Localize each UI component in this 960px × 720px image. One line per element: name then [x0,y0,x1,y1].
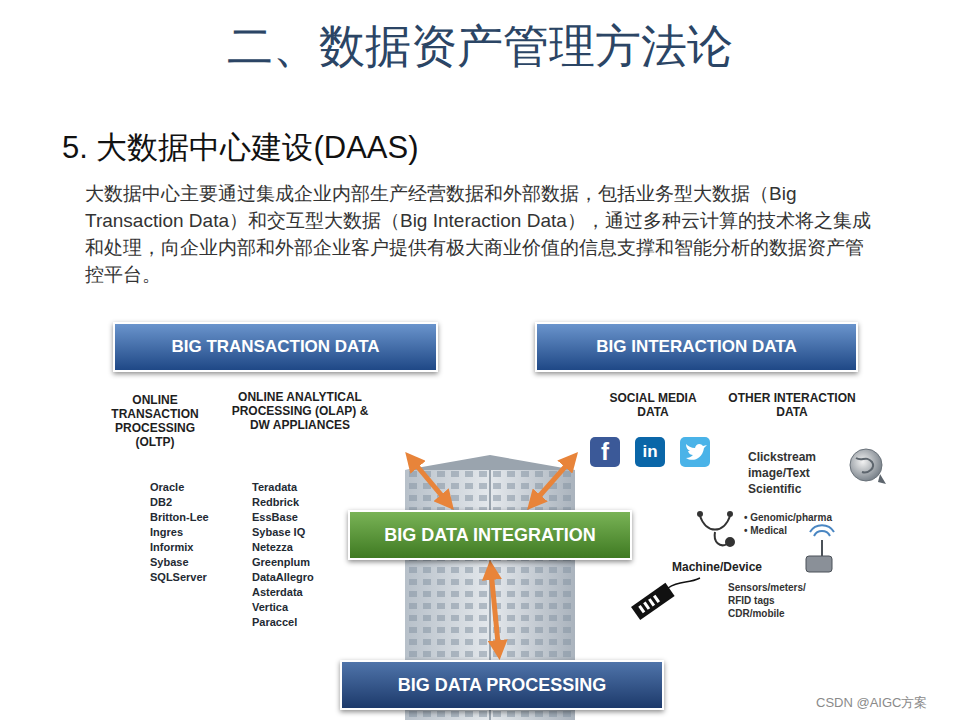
g-part [631,583,675,620]
circle-fill [84,344,226,486]
polygon-part [405,455,575,470]
olap-product: EssBase [252,511,298,523]
rect-part [643,602,650,610]
box-title: BIG DATA INTEGRATION [384,525,595,546]
oltp-product: DB2 [150,496,172,508]
double-arrow [414,463,445,500]
title-rule [8,102,950,105]
path-part [878,474,886,484]
olap-product: Greenplum [252,556,310,568]
section-heading: 5. 大数据中心建设(DAAS) [62,127,419,169]
path-part [814,531,830,536]
circle-part [726,538,734,546]
rect-part [635,437,665,467]
rect-part [806,556,832,572]
oltp-product: Britton-Lee [150,511,209,523]
box-title: BIG DATA PROCESSING [398,675,607,696]
rect-part [653,595,660,603]
olap-product: Sybase IQ [252,526,305,538]
data-type-title: Machine/Device [672,560,762,574]
oltp-product: Informix [150,541,193,553]
data-type-list: Clickstream image/Text Scientific [748,449,843,497]
circle-part [728,512,732,516]
globe-icon [850,449,886,484]
oltp-product: Sybase [150,556,189,568]
rfid-tag-icon [631,578,700,620]
social-icons [590,437,710,467]
box-title: BIG INTERACTION DATA [535,322,858,372]
circle-part [850,449,882,481]
double-arrow [491,574,498,646]
path-part [700,516,730,530]
olap-product: Teradata [252,481,297,493]
category-title: OTHER INTERACTION DATA [728,391,856,419]
double-arrow [536,463,568,500]
oltp-product: SQLServer [150,571,207,583]
category-title: SOCIAL MEDIA DATA [608,391,698,419]
oltp-product: Oracle [150,481,184,493]
processing-box: BIG DATA PROCESSING [340,660,664,710]
rect-part [680,437,710,467]
oltp-product: Ingres [150,526,183,538]
olap-product: Asterdata [252,586,303,598]
rect-part [631,583,675,620]
icon-letter: in [635,437,665,467]
intro-paragraph: 大数据中心主要通过集成企业内部生产经营数据和外部数据，包括业务型大数据（Big … [85,180,877,288]
box-title: BIG TRANSACTION DATA [113,322,438,372]
data-type-item: • Medical [744,525,787,536]
line-part [821,540,823,556]
path-part [668,578,700,588]
circle-label: ONLINE ANALYTICAL PROCESSING (OLAP) & DW… [225,390,375,432]
olap-product: DataAllegro [252,571,314,583]
path-part [810,525,834,532]
rect-part [638,605,645,613]
circle-part [698,512,702,516]
path-part [686,444,707,460]
icon-letter: f [590,437,620,467]
device-icon [806,525,834,572]
path-part [715,532,727,545]
watermark: CSDN @AIGC方案 [816,694,927,712]
olap-product: Netezza [252,541,293,553]
page-title: 二、数据资产管理方法论 [0,16,960,78]
olap-product: Paraccel [252,616,297,628]
data-type-list: Sensors/meters/ RFID tags CDR/mobile [728,581,828,620]
olap-product: Redbrick [252,496,299,508]
data-type-item: • Genomic/pharma [744,512,832,523]
circle-fill [219,334,381,496]
stethoscope-icon [698,512,734,546]
rect-part [590,437,620,467]
rect-part [648,598,655,606]
integration-box: BIG DATA INTEGRATION [348,510,632,560]
path-part [856,458,873,472]
olap-product: Vertica [252,601,288,613]
circle-label: ONLINE TRANSACTION PROCESSING (OLTP) [97,393,213,449]
